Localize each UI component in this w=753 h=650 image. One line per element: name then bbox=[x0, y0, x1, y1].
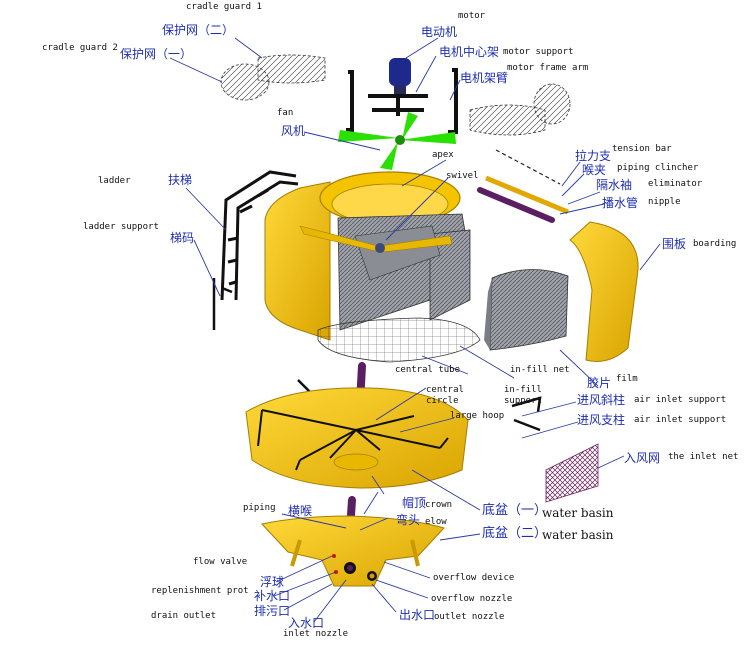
label-outlet-nozzle-cn: 出水口 bbox=[399, 608, 436, 622]
label-air-inlet-support-en-2: air inlet support bbox=[634, 415, 727, 425]
label-replenishment-cn: 补水口 bbox=[254, 589, 291, 603]
cradle-guard-1 bbox=[257, 54, 326, 84]
label-overflow-nozzle-en: overflow nozzle bbox=[431, 594, 513, 604]
cradle-guard-right bbox=[469, 83, 571, 136]
label-inlet-nozzle-cn: 入水口 bbox=[288, 616, 325, 630]
label-motor-frame-arm-cn: 电机架臂 bbox=[460, 71, 509, 85]
ladder bbox=[220, 170, 299, 301]
ladder-support bbox=[212, 278, 233, 330]
label-ladder-cn: 扶梯 bbox=[168, 173, 193, 187]
label-nipple-en: nipple bbox=[648, 197, 681, 207]
label-flow-valve-en: flow valve bbox=[193, 557, 248, 567]
label-piping-clincher-cn: 喉夹 bbox=[582, 163, 607, 177]
label-drain-outlet-en: drain outlet bbox=[151, 611, 217, 621]
tension-bar bbox=[495, 149, 561, 185]
label-drain-cn: 排污口 bbox=[254, 604, 291, 618]
label-film-cn: 胶片 bbox=[587, 376, 612, 390]
motor bbox=[389, 58, 411, 94]
boarding-panel bbox=[569, 221, 639, 362]
film-block bbox=[484, 269, 569, 351]
label-overflow-device-en: overflow device bbox=[433, 573, 515, 583]
label-nipple-cn: 播水管 bbox=[602, 196, 639, 210]
label-eliminator-en: eliminator bbox=[648, 179, 703, 189]
label-fan-en: fan bbox=[277, 108, 294, 118]
label-elbow-en: elow bbox=[425, 517, 447, 527]
label-central-tube-en: central tube bbox=[395, 365, 461, 375]
in-fill-net bbox=[317, 317, 481, 363]
label-cradle-guard-1: cradle guard 1 bbox=[186, 2, 262, 12]
label-float-cn: 浮球 bbox=[260, 575, 285, 589]
label-piping-en: piping bbox=[243, 503, 276, 513]
label-baohuwang-2: 保护网（二） bbox=[162, 23, 235, 37]
label-infill-net-en: in-fill net bbox=[510, 365, 570, 375]
label-boarding-cn: 围板 bbox=[662, 237, 687, 251]
label-film-en: film bbox=[616, 374, 638, 384]
label-water-basin-1-cn: 底盆（一） bbox=[482, 503, 548, 518]
label-apex-en: apex bbox=[432, 150, 454, 160]
label-piping-cn: 横喉 bbox=[288, 504, 313, 518]
label-inlet-nozzle-en: inlet nozzle bbox=[283, 629, 349, 639]
water-basin-2 bbox=[261, 515, 445, 587]
label-cradle-guard-2: cradle guard 2 bbox=[42, 43, 118, 53]
label-inlet-net-en: the inlet net bbox=[668, 452, 739, 462]
label-ladder-en: ladder bbox=[98, 176, 131, 186]
label-tension-bar-en: tension bar bbox=[612, 144, 672, 154]
label-motor-support-en: motor support bbox=[503, 47, 574, 57]
label-infill-support-en: in-fill support bbox=[504, 385, 542, 406]
motor-frame bbox=[346, 68, 458, 134]
label-motor-frame-arm-en: motor frame arm bbox=[507, 63, 589, 73]
label-outlet-nozzle-en: outlet nozzle bbox=[434, 612, 505, 622]
label-piping-clincher-en: piping clincher bbox=[617, 163, 699, 173]
fan bbox=[338, 112, 456, 170]
label-ladder-support-en: ladder support bbox=[83, 222, 159, 232]
tower-body bbox=[264, 171, 471, 341]
leader-lines bbox=[169, 37, 661, 623]
label-inlet-net-cn: 入风网 bbox=[624, 451, 661, 465]
eliminator-bar bbox=[485, 175, 569, 215]
label-large-hoop-en: large hoop bbox=[450, 411, 505, 421]
label-tension-bar-cn: 拉力支 bbox=[575, 149, 612, 163]
label-motor-en: motor bbox=[458, 11, 486, 21]
label-fan-cn: 风机 bbox=[281, 124, 306, 138]
nipple-pipe bbox=[477, 187, 555, 223]
label-central-circle-en: central circle bbox=[426, 385, 464, 406]
label-water-basin-2-en: water basin bbox=[542, 528, 614, 542]
label-air-inlet-support-en-1: air inlet support bbox=[634, 395, 727, 405]
water-basin-1 bbox=[245, 387, 469, 489]
label-motor-cn: 电动机 bbox=[421, 25, 458, 39]
label-air-inlet-support-cn-2: 进风支柱 bbox=[577, 413, 626, 427]
label-elbow-cn: 弯头 bbox=[396, 513, 421, 527]
label-eliminator-cn: 隔水袖 bbox=[596, 178, 633, 192]
label-air-inlet-support-cn-1: 进风斜柱 bbox=[577, 393, 626, 407]
label-water-basin-2-cn: 底盆（二） bbox=[482, 526, 548, 541]
label-boarding-en: boarding bbox=[693, 239, 737, 249]
label-water-basin-1-en: water basin bbox=[542, 506, 614, 520]
cradle-guard-2 bbox=[220, 63, 270, 101]
label-replenishment-en: replenishment prot bbox=[151, 586, 249, 596]
label-ladder-support-cn: 梯码 bbox=[170, 231, 195, 245]
label-swivel-en: swivel bbox=[446, 171, 479, 181]
label-crown-en: crown bbox=[425, 500, 453, 510]
label-baohuwang-1: 保护网（一） bbox=[120, 47, 193, 61]
label-motor-support-cn: 电机中心架 bbox=[439, 45, 500, 59]
label-crown-cn: 帽顶 bbox=[402, 496, 427, 510]
inlet-net bbox=[545, 443, 599, 503]
